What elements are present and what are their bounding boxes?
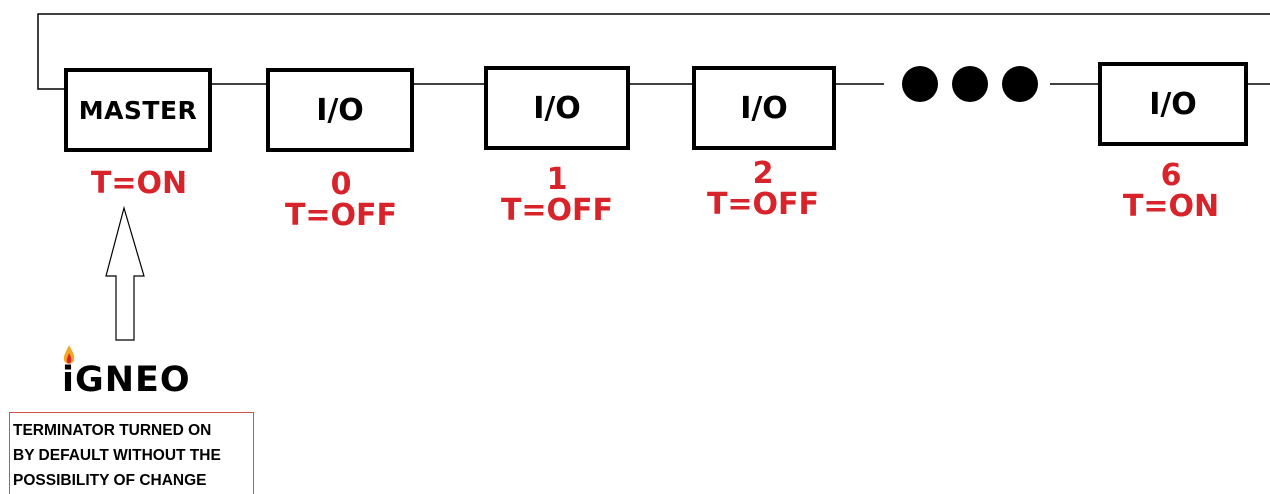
master-terminator-label: T=ON <box>64 168 214 199</box>
io-label-6: I/O <box>1149 86 1197 122</box>
io-6-caption: 6 T=ON <box>1096 160 1246 222</box>
igneo-logo: iGNEO <box>58 345 218 400</box>
note-line: TERMINATOR TURNED ON <box>13 422 212 439</box>
io-label-1: I/O <box>533 90 581 126</box>
io-2-caption: 2 T=OFF <box>688 158 838 220</box>
terminator-state: T=OFF <box>284 198 398 233</box>
io-label-2: I/O <box>740 90 788 126</box>
io-label-0: I/O <box>316 92 364 128</box>
terminator-state: T=ON <box>1122 189 1220 224</box>
note-line: BY DEFAULT WITHOUT THE <box>13 447 221 464</box>
io-number: 0 <box>330 167 352 202</box>
io-number: 6 <box>1160 158 1182 193</box>
note-line: POSSIBILITY OF CHANGE <box>13 472 207 489</box>
io-box-2: I/O <box>692 66 836 150</box>
hollow-up-arrow-icon <box>105 205 145 341</box>
io-box-1: I/O <box>484 66 630 150</box>
io-number: 2 <box>752 156 774 191</box>
ellipsis-dot-icon <box>902 66 938 102</box>
ellipsis-dot-icon <box>952 66 988 102</box>
io-number: 1 <box>546 162 568 197</box>
ellipsis-dot-icon <box>1002 66 1038 102</box>
bus-return-line <box>37 13 1270 90</box>
io-box-0: I/O <box>266 68 414 152</box>
io-1-caption: 1 T=OFF <box>482 164 632 226</box>
terminator-state: T=ON <box>90 166 188 201</box>
logo-text: iGNEO <box>62 360 191 400</box>
io-box-6: I/O <box>1098 62 1248 146</box>
terminator-note: TERMINATOR TURNED ON BY DEFAULT WITHOUT … <box>9 412 254 494</box>
terminator-state: T=OFF <box>500 193 614 228</box>
master-label: MASTER <box>78 95 198 125</box>
flame-icon <box>63 345 75 364</box>
master-box: MASTER <box>64 68 212 152</box>
terminator-state: T=OFF <box>706 187 820 222</box>
io-0-caption: 0 T=OFF <box>266 169 416 231</box>
